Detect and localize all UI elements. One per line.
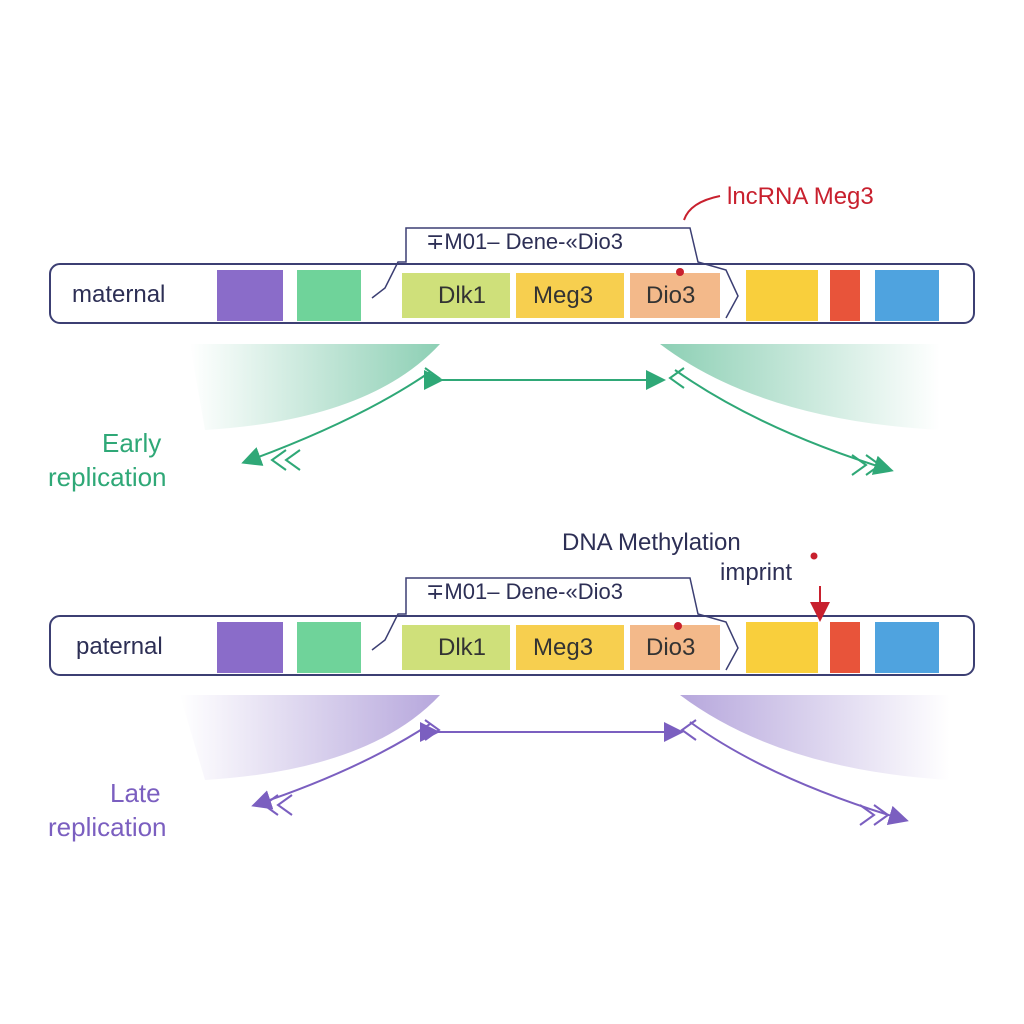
- lncrna-dot: [676, 268, 684, 276]
- block-red: [830, 622, 860, 673]
- early-replication-label-1: Early: [102, 428, 161, 458]
- methylation-label-2: imprint: [720, 559, 792, 586]
- block-blue: [875, 270, 939, 321]
- block-yellow: [746, 270, 818, 321]
- gene-dlk1-label: Dlk1: [438, 634, 486, 661]
- lncrna-label: lncRNA Meg3: [727, 183, 874, 210]
- gene-meg3-block: [516, 625, 624, 670]
- early-chevron-top-left: [424, 367, 441, 389]
- late-fan-right: [680, 695, 950, 780]
- block-red: [830, 270, 860, 321]
- gene-meg3-block: [516, 273, 624, 318]
- block-purple: [217, 270, 283, 321]
- early-chevron-left: [270, 449, 301, 471]
- late-replication-label-1: Late: [110, 778, 161, 808]
- lncrna-pointer: [683, 195, 721, 221]
- late-replication-label-2: replication: [48, 812, 167, 842]
- early-replication-label-2: replication: [48, 462, 167, 492]
- gene-dio3-label: Dio3: [646, 634, 695, 661]
- block-purple: [217, 622, 283, 673]
- early-chevron-top-right: [668, 367, 685, 389]
- early-chevron-right: [851, 454, 882, 476]
- late-chevron-top-left: [424, 719, 441, 741]
- late-chevron-top-right: [680, 719, 697, 741]
- block-green: [297, 270, 361, 321]
- gene-dio3-block: [630, 625, 720, 670]
- region-bracket: [371, 227, 739, 319]
- block-blue: [875, 622, 939, 673]
- early-fork-left: [241, 371, 431, 466]
- block-green: [297, 622, 361, 673]
- maternal-label: maternal: [72, 281, 165, 308]
- late-fork-left: [251, 723, 431, 810]
- late-chevron-right: [859, 804, 890, 826]
- late-fan-left: [180, 695, 440, 780]
- early-fan-right: [660, 344, 940, 430]
- late-fork-right: [689, 721, 909, 826]
- gene-meg3-label: Meg3: [533, 282, 593, 309]
- region-title: ∓M01– Dene-«Dio3: [426, 229, 623, 254]
- block-yellow: [746, 622, 818, 673]
- region-title: ∓M01– Dene-«Dio3: [426, 579, 623, 604]
- late-chevron-left: [262, 794, 293, 816]
- gene-dlk1-block: [402, 273, 510, 318]
- early-fan-left: [190, 344, 440, 430]
- gene-dio3-block: [630, 273, 720, 318]
- paternal-label: paternal: [76, 633, 163, 660]
- gene-meg3-label: Meg3: [533, 634, 593, 661]
- gene-dlk1-block: [402, 625, 510, 670]
- gene-dio3-label: Dio3: [646, 282, 695, 309]
- region-bracket: [371, 577, 739, 671]
- maternal-allele: maternal Dlk1 Meg3 Dio3 ∓M01– Dene-«Dio3…: [48, 183, 975, 492]
- methylation-dot-dio3: [674, 622, 682, 630]
- methylation-dot: [810, 552, 818, 560]
- gene-dlk1-label: Dlk1: [438, 282, 486, 309]
- paternal-allele: paternal Dlk1 Meg3 Dio3 ∓M01– Dene-«Dio3…: [48, 529, 975, 842]
- methylation-label-1: DNA Methylation: [562, 529, 741, 556]
